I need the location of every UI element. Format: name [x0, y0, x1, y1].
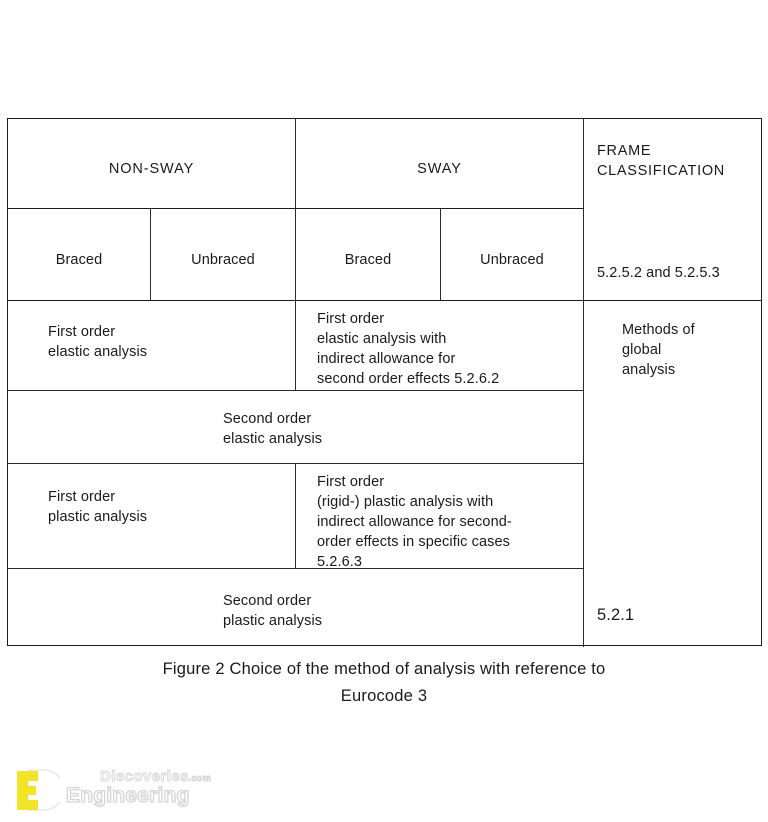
side-column-methods-cell: Methods of global analysis 5.2.1 — [584, 301, 761, 647]
header-cell-sway: SWAY — [296, 119, 584, 209]
row-first-order-elastic-right-label: First order elastic analysis with indire… — [317, 311, 500, 387]
subheader-cell-non-sway-unbraced: Unbraced — [151, 209, 296, 301]
row-second-order-plastic: Second order plastic analysis — [8, 569, 584, 647]
watermark-logo: Discoveries.com Engineering — [14, 766, 244, 814]
watermark-brand-name: Discoveries — [100, 768, 189, 786]
classification-reference-label: 5.2.5.2 and 5.2.5.3 — [597, 265, 720, 281]
watermark-brand-top: Discoveries.com — [100, 768, 212, 786]
side-column-methods-label: Methods of global analysis — [622, 322, 695, 378]
subheader-label-sway-unbraced: Unbraced — [480, 252, 544, 268]
figure-caption-line-2: Eurocode 3 — [340, 686, 428, 705]
header-cell-frame-classification: FRAME CLASSIFICATION 5.2.5.2 and 5.2.5.3 — [584, 119, 761, 301]
row-second-order-plastic-label: Second order plastic analysis — [223, 593, 323, 629]
subheader-label-non-sway-braced: Braced — [55, 252, 103, 268]
header-cell-non-sway: NON-SWAY — [8, 119, 296, 209]
header-label-non-sway: NON-SWAY — [108, 161, 195, 177]
analysis-method-table: NON-SWAY SWAY FRAME CLASSIFICATION 5.2.5… — [7, 118, 762, 647]
row-second-order-elastic-label: Second order elastic analysis — [223, 411, 323, 447]
header-label-frame-classification: FRAME CLASSIFICATION — [597, 143, 725, 179]
row-first-order-elastic-right: First order elastic analysis with indire… — [296, 301, 584, 391]
row-first-order-plastic-right-label: First order (rigid-) plastic analysis wi… — [317, 474, 512, 569]
watermark-wordmark: Discoveries.com Engineering — [65, 766, 246, 812]
subheader-cell-sway-unbraced: Unbraced — [441, 209, 584, 301]
row-first-order-plastic-left: First order plastic analysis — [8, 464, 296, 569]
header-label-sway: SWAY — [417, 161, 462, 177]
row-first-order-plastic-right: First order (rigid-) plastic analysis wi… — [296, 464, 584, 569]
watermark-brand-bottom: Engineering — [65, 783, 190, 807]
subheader-cell-sway-braced: Braced — [296, 209, 441, 301]
subheader-label-non-sway-unbraced: Unbraced — [191, 252, 255, 268]
row-first-order-plastic-left-label: First order plastic analysis — [48, 489, 148, 525]
watermark-brand-tld: .com — [188, 773, 212, 784]
row-second-order-elastic: Second order elastic analysis — [8, 391, 584, 464]
row-first-order-elastic-left: First order elastic analysis — [8, 301, 296, 391]
figure-caption-line-1: Figure 2 Choice of the method of analysi… — [162, 660, 606, 678]
engineering-discoveries-mark-icon — [17, 769, 60, 811]
subheader-cell-non-sway-braced: Braced — [8, 209, 151, 301]
figure-caption: Figure 2 Choice of the method of analysi… — [0, 656, 768, 709]
subheader-label-sway-braced: Braced — [344, 252, 392, 268]
side-column-reference-label: 5.2.1 — [597, 606, 635, 624]
row-first-order-elastic-left-label: First order elastic analysis — [48, 324, 148, 360]
